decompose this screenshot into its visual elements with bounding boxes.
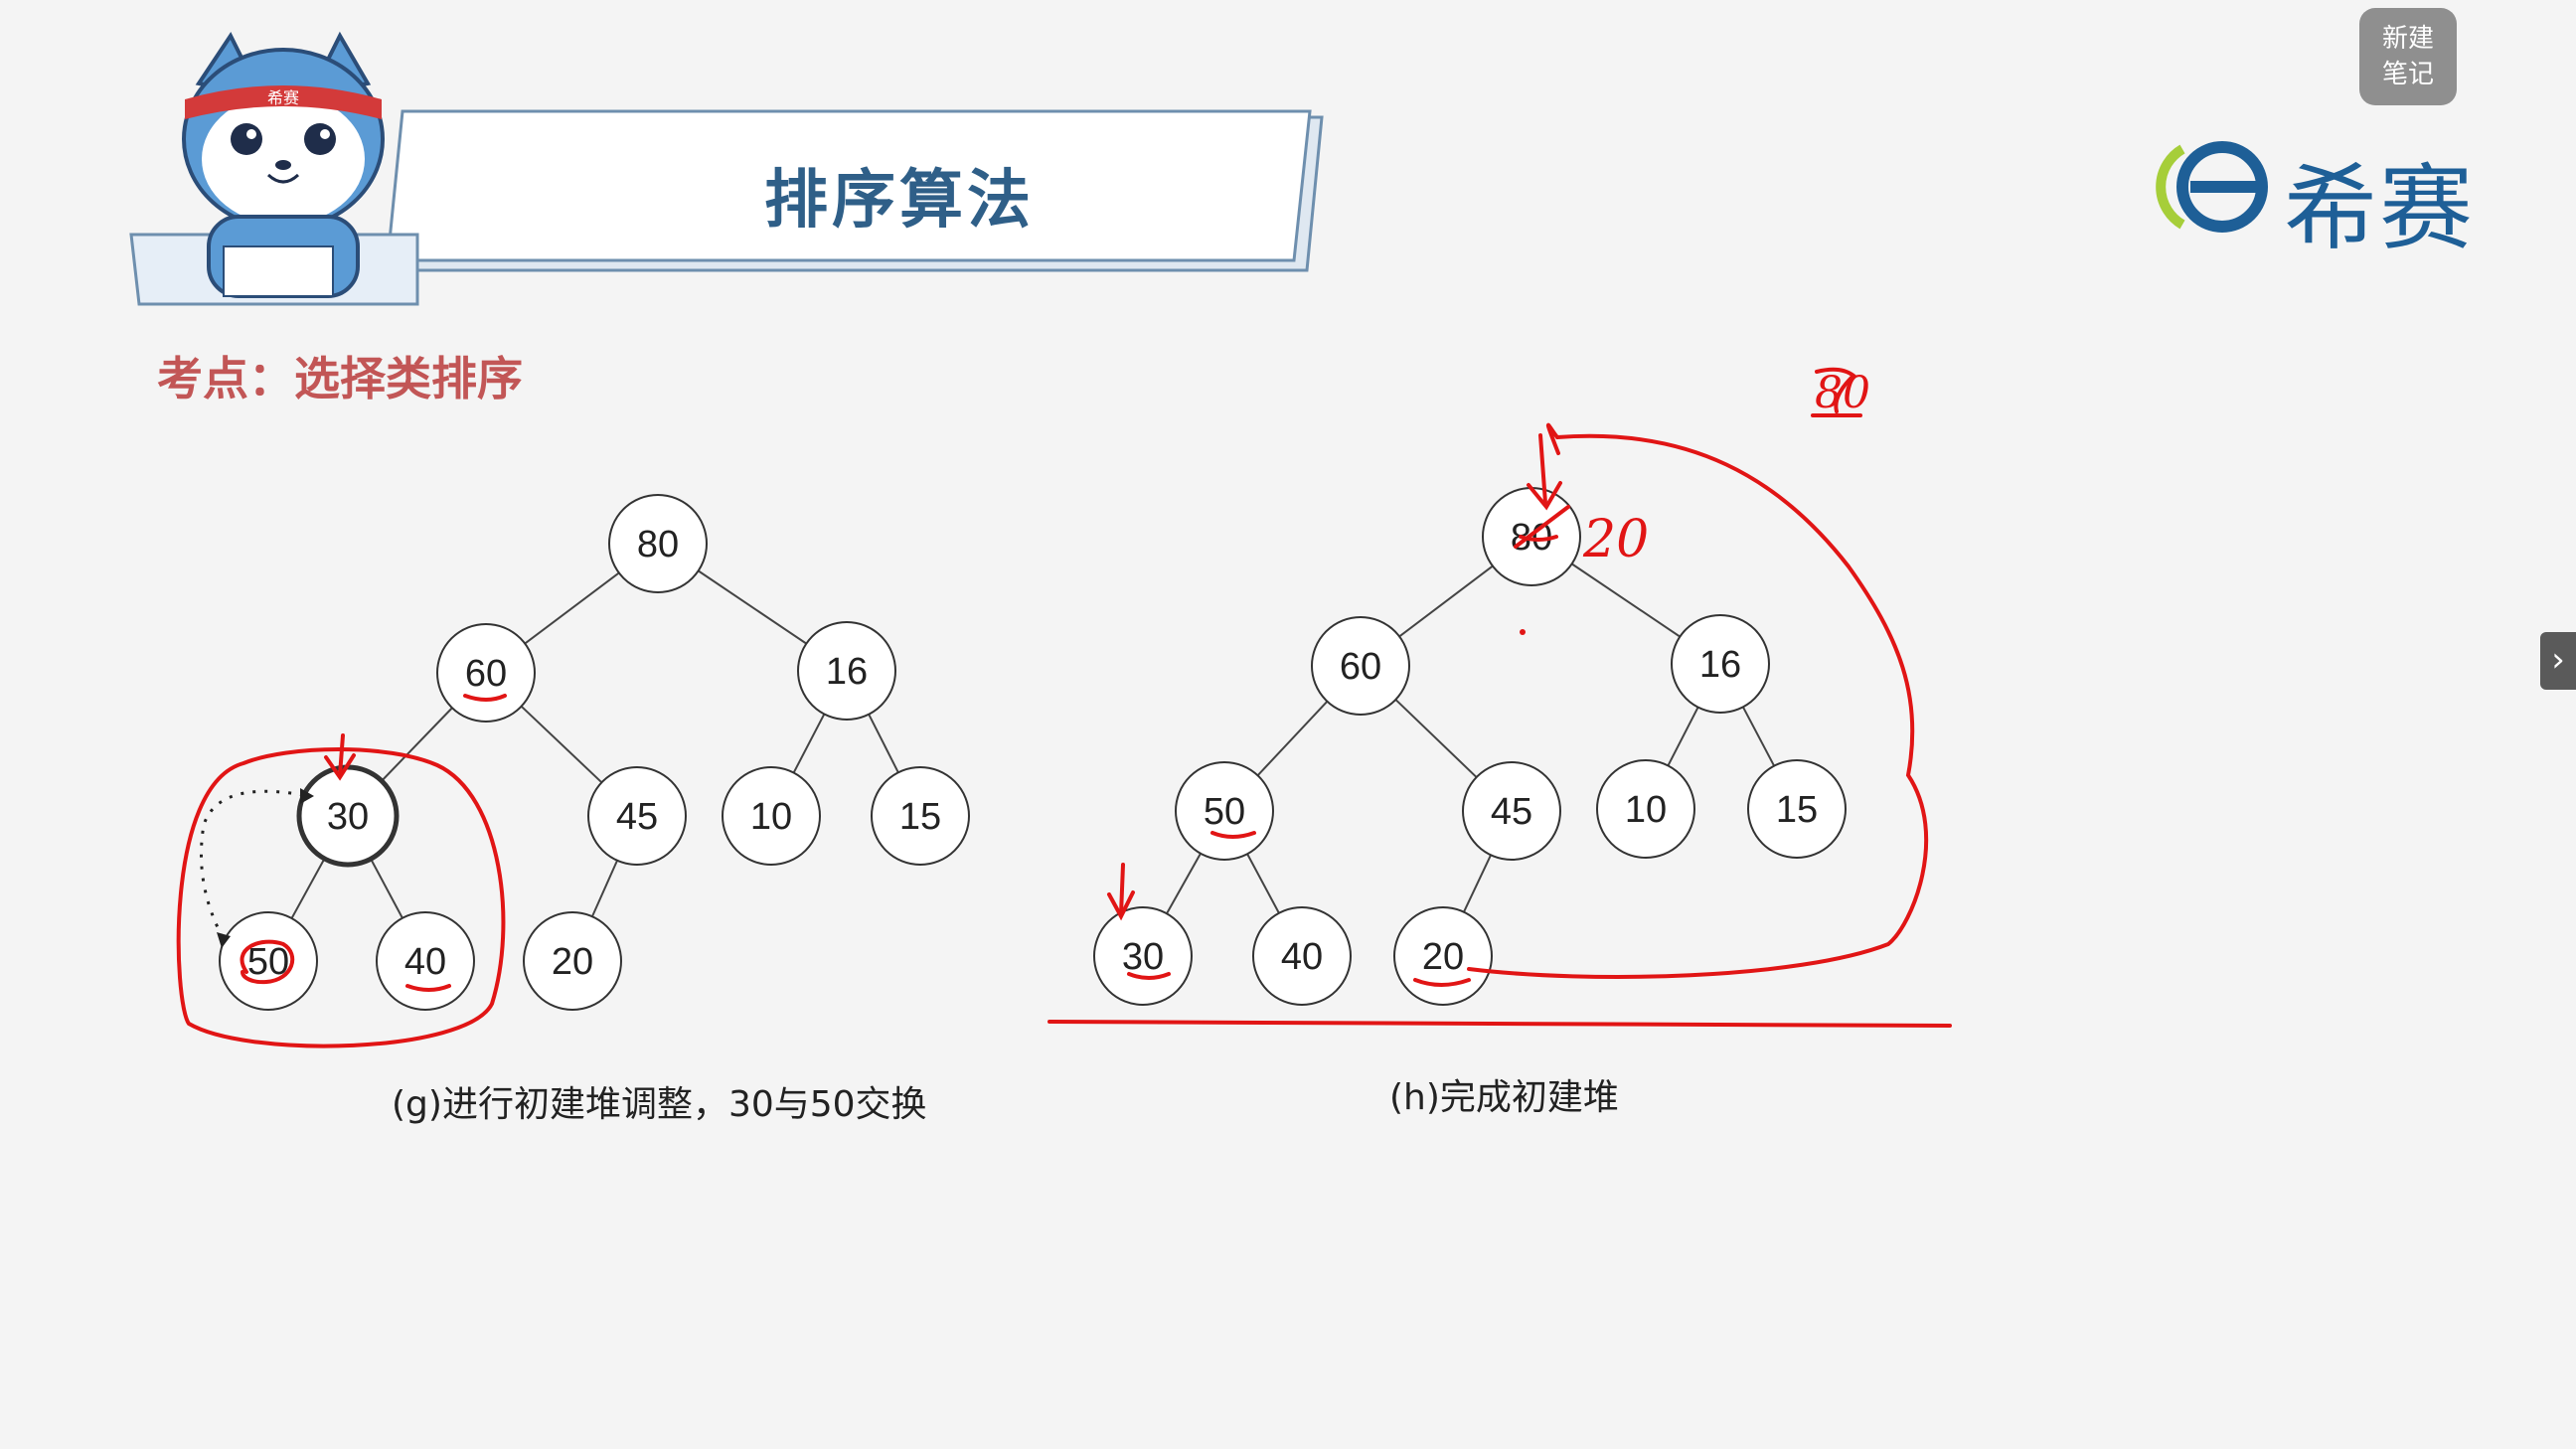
h-edge [1394,699,1478,778]
chevron-right-icon[interactable]: › [2540,632,2576,690]
h-node-10 [1596,759,1695,859]
g-node-label: 16 [826,651,868,693]
h-node-label: 45 [1491,791,1532,833]
h-node-label: 60 [1340,646,1381,688]
caption-h: (h)完成初建堆 [1389,1077,1619,1118]
replacement-annotation: 20 [1582,510,1649,569]
h-edge [1741,706,1776,767]
g-node-60 [436,623,536,723]
h-node-45 [1462,761,1561,861]
mascot-cat-icon [182,31,385,298]
new-note-label-2: 笔记 [2381,60,2434,89]
h-edge [1463,854,1492,913]
g-node-50 [219,911,318,1011]
page-title: 排序算法 [764,164,1035,238]
h-edge [1667,707,1699,766]
g-node-16 [797,621,896,721]
new-note-label-1: 新建 [2381,24,2434,54]
brand-name: 希赛 [2284,155,2476,263]
h-edge [1246,853,1280,914]
new-note-button[interactable]: 新建 笔记 [2359,8,2457,105]
h-edge [1398,564,1494,638]
g-node-15 [871,766,970,866]
g-node-80 [608,494,708,593]
topic-heading: 考点：选择类排序 [157,352,523,405]
g-node-label: 20 [552,941,593,983]
mascot-band-text: 希赛 [267,88,299,107]
swap-arrow [200,788,314,948]
h-node-label: 10 [1625,789,1667,831]
h-node-16 [1671,614,1770,714]
h-node-30 [1093,906,1193,1006]
top-scribble: 80 [1815,368,1870,418]
g-edge [381,707,453,782]
g-node-label: 40 [404,941,446,983]
g-node-45 [587,766,687,866]
g-edge [591,860,618,917]
g-edge [520,705,603,784]
h-node-label: 40 [1281,936,1323,978]
hand-annotations [176,367,1952,1048]
g-node-20 [523,911,622,1011]
g-node-label: 30 [327,796,369,838]
g-node-label: 15 [899,796,941,838]
h-node-15 [1747,759,1847,859]
h-node-40 [1252,906,1352,1006]
h-edge [1256,701,1329,776]
g-node-label: 80 [637,524,679,565]
stray-dot [1520,629,1526,635]
h-node-label: 16 [1699,644,1741,686]
g-node-10 [722,766,821,866]
h-edge [1571,563,1681,638]
g-edge [370,858,403,919]
caption-g: (g)进行初建堆调整，30与50交换 [392,1084,927,1125]
g-edge [524,571,620,645]
h-node-60 [1311,616,1410,716]
g-edge [868,714,899,773]
g-edge [290,858,326,919]
h-node-label: 20 [1422,936,1464,978]
h-node-label: 15 [1776,789,1818,831]
g-node-label: 45 [616,796,658,838]
g-node-label: 60 [465,653,507,695]
g-edge [792,714,826,773]
h-edge [1166,853,1202,914]
h-node-label: 30 [1122,936,1164,978]
h-node-label: 50 [1204,791,1245,833]
g-edge [698,569,807,645]
g-node-label: 10 [750,796,792,838]
brand-logo-icon [2156,141,2268,233]
